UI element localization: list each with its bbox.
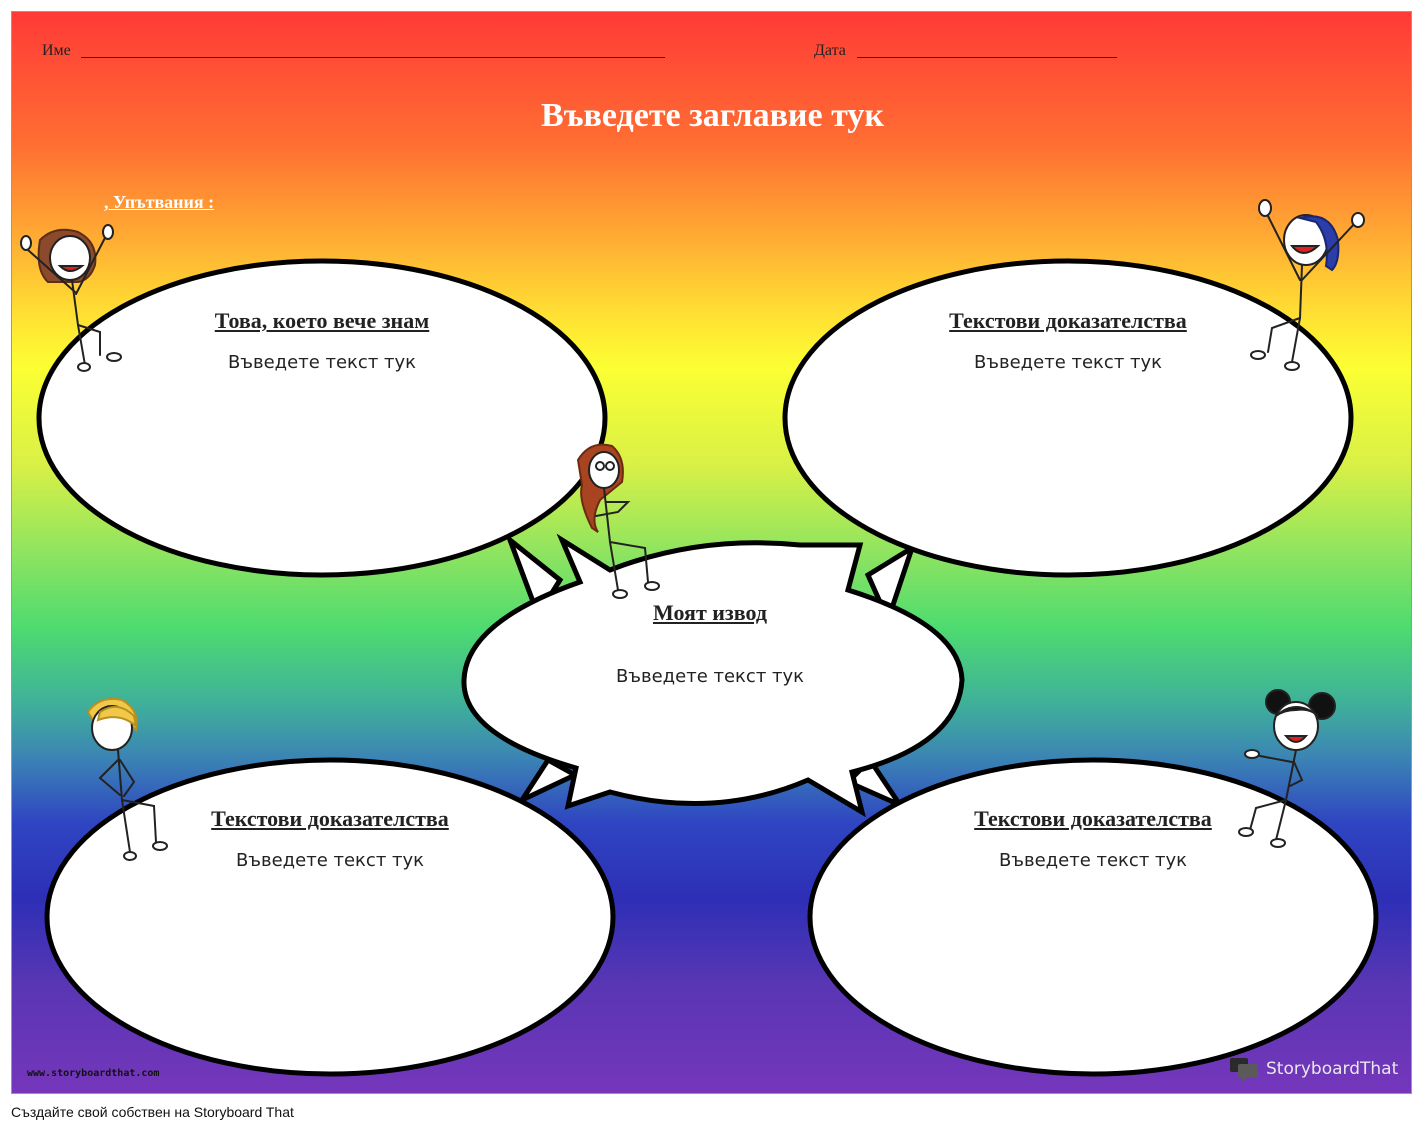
center-bubble[interactable] [461,533,965,818]
stick-figure-icon [86,697,168,861]
bubble-top-left[interactable]: Това, което вече знам Въведете текст тук [122,308,522,373]
bubble-body: Въведете текст тук [235,850,425,871]
instructions-label[interactable]: , Упътвания : [104,192,215,212]
page-title[interactable]: Въведете заглавие тук [541,97,884,134]
logo-text: StoryboardThat [1266,1059,1399,1079]
oval-top-left[interactable] [36,258,608,578]
name-label: Име [42,42,71,59]
bubble-title: Текстови доказателства [949,308,1187,333]
storyboardthat-logo-icon [1230,1058,1258,1082]
credit-link[interactable]: Създайте свой собствен на Storyboard Tha… [11,1104,294,1120]
stick-figure-icon [20,224,122,372]
bubble-title: Това, което вече знам [214,308,430,333]
name-line[interactable] [81,57,665,58]
bubble-center[interactable]: Моят извод Въведете текст тук [510,600,910,687]
date-label: Дата [814,42,846,59]
storyboardthat-logo: StoryboardThat [1228,1056,1398,1082]
stick-figure-icon [1238,689,1336,848]
oval-bottom-right[interactable] [807,757,1379,1077]
stick-figure-icon [576,443,660,599]
bubble-top-right[interactable]: Текстови доказателства Въведете текст ту… [868,308,1268,373]
date-line[interactable] [857,57,1117,58]
bubble-bottom-right[interactable]: Текстови доказателства Въведете текст ту… [893,806,1293,871]
bubble-body: Въведете текст тук [998,850,1188,871]
bubble-title: Моят извод [652,600,767,625]
bubble-title: Текстови доказателства [211,806,449,831]
bubble-bottom-left[interactable]: Текстови доказателства Въведете текст ту… [130,806,530,871]
footer-url: www.storyboardthat.com [27,1068,160,1079]
oval-bottom-left[interactable] [44,757,616,1077]
graphic-organizer-art [20,199,1379,1077]
bubble-body: Въведете текст тук [973,352,1163,373]
bubble-body: Въведете текст тук [227,352,417,373]
bubble-title: Текстови доказателства [974,806,1212,831]
stick-figure-icon [1250,199,1365,371]
bubble-body: Въведете текст тук [615,666,805,687]
oval-top-right[interactable] [782,258,1354,578]
